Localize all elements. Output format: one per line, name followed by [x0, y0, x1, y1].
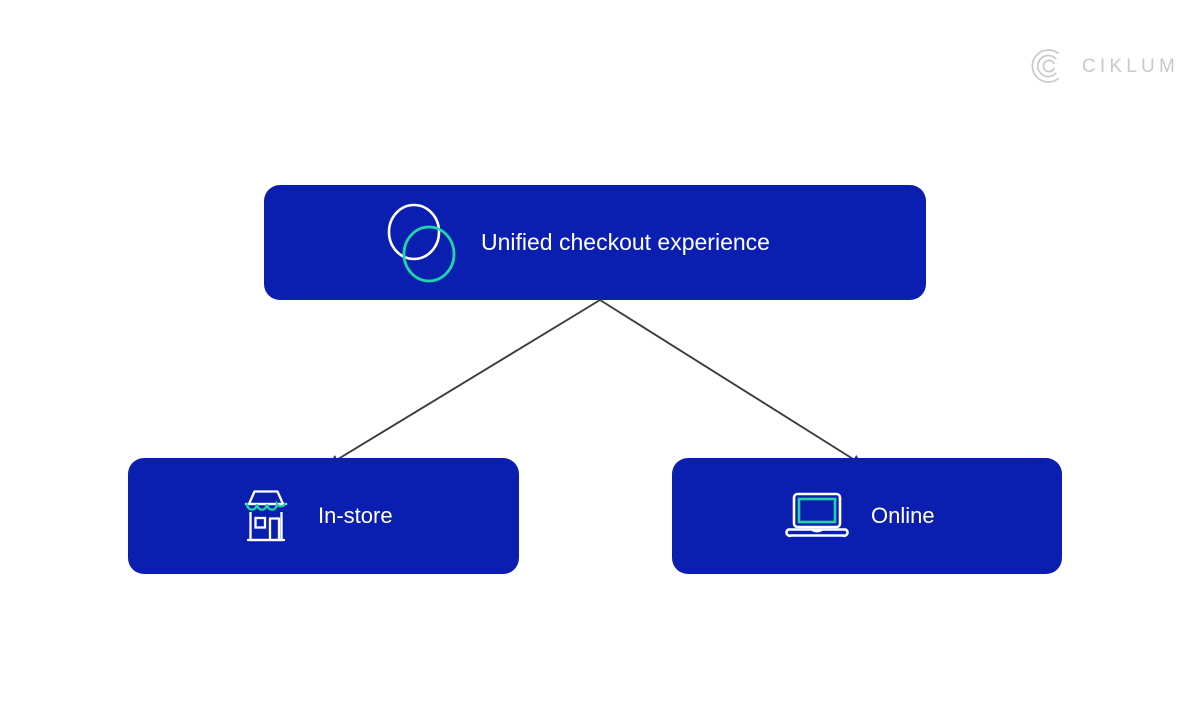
connector-root-to-online: [599, 299, 863, 465]
connector-root-to-in-store: [328, 299, 601, 465]
node-label-online: Online: [871, 503, 935, 528]
laptop-icon: [785, 487, 849, 545]
node-in-store[interactable]: In-store: [128, 458, 519, 574]
node-online[interactable]: Online: [672, 458, 1062, 574]
brand-logo: CIKLUM: [1028, 46, 1179, 86]
storefront-icon: [238, 487, 294, 545]
overlapping-circles-icon: [385, 200, 457, 286]
node-label-in-store: In-store: [318, 503, 393, 528]
ciklum-c-arcs-icon: [1031, 49, 1060, 83]
brand-wordmark: CIKLUM: [1082, 55, 1179, 77]
node-unified-checkout[interactable]: Unified checkout experience: [264, 185, 926, 300]
node-label-unified-checkout: Unified checkout experience: [481, 229, 770, 255]
